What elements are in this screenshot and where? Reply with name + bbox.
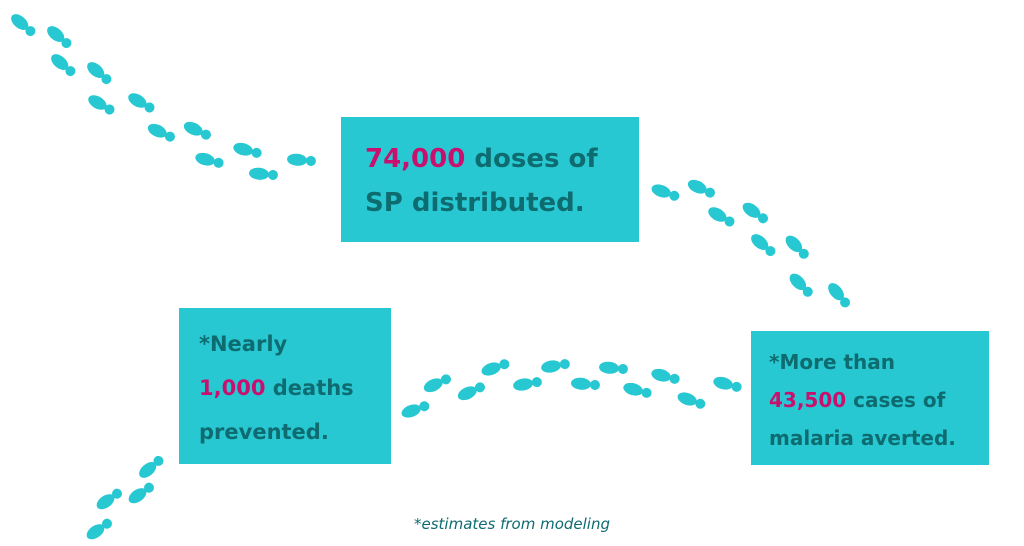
footprint-icon <box>11 14 36 37</box>
footprint-icon <box>96 488 123 510</box>
footprint-icon <box>147 123 175 142</box>
malaria-line-3: malaria averted. <box>769 426 956 450</box>
malaria-text: cases of <box>846 388 946 412</box>
footprint-icon <box>599 361 628 374</box>
footprint-icon <box>677 392 706 409</box>
footprint-icon <box>828 283 851 308</box>
footprint-icon <box>87 62 112 85</box>
deaths-stat-box: *Nearly 1,000 deaths prevented. <box>179 308 391 464</box>
footprint-icon <box>47 26 72 49</box>
doses-stat-box: 74,000 doses of SP distributed. <box>341 117 639 242</box>
footnote: *estimates from modeling <box>414 515 610 533</box>
footprint-icon <box>128 482 155 504</box>
footprint-icon <box>651 184 680 201</box>
footprint-icon <box>51 54 76 77</box>
footprint-icon <box>86 518 113 540</box>
deaths-number: 1,000 <box>199 376 266 400</box>
footprint-icon <box>751 234 776 257</box>
deaths-text: deaths <box>265 376 354 400</box>
deaths-line-2: 1,000 deaths <box>199 366 391 410</box>
footprint-icon <box>623 382 652 398</box>
footprint-icon <box>457 382 485 401</box>
doses-line-1: 74,000 doses of <box>365 137 639 181</box>
malaria-stat-box: *More than 43,500 cases of malaria avert… <box>751 331 989 465</box>
doses-number: 74,000 <box>365 144 466 174</box>
doses-line-2: SP distributed. <box>365 188 585 218</box>
footprint-icon <box>183 121 211 140</box>
footprint-icon <box>651 368 680 384</box>
footprint-icon <box>195 152 224 168</box>
footprint-icon <box>481 359 510 376</box>
footprint-icon <box>249 167 278 180</box>
footprint-icon <box>401 401 430 418</box>
doses-text: doses of <box>465 144 598 174</box>
footprint-icon <box>789 273 813 297</box>
footprint-icon <box>513 377 542 391</box>
footprint-icon <box>287 153 316 166</box>
footprint-icon <box>571 377 600 390</box>
footprint-icon <box>687 179 715 198</box>
footprint-icon <box>713 376 742 392</box>
malaria-line-1: *More than <box>769 350 896 374</box>
footprint-icon <box>233 142 262 158</box>
footprint-icon <box>708 207 735 227</box>
malaria-line-2: 43,500 cases of <box>769 381 989 419</box>
footprint-icon <box>541 359 570 373</box>
deaths-line-1: *Nearly <box>199 332 288 356</box>
footprint-icon <box>88 95 115 115</box>
malaria-number: 43,500 <box>769 388 847 412</box>
deaths-line-3: prevented. <box>199 420 329 444</box>
footprint-icon <box>128 93 155 113</box>
footprint-icon <box>742 202 769 224</box>
footprint-icon <box>423 374 451 393</box>
footprint-icon <box>139 455 164 478</box>
footprint-icon <box>785 235 809 259</box>
